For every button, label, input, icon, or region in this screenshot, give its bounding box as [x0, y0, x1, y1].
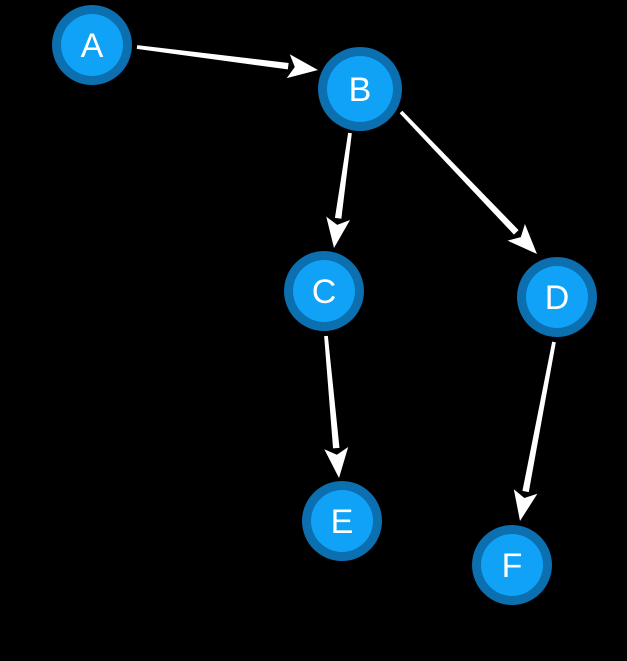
- graph-node-a[interactable]: A: [52, 5, 132, 85]
- edge-b-d: [399, 110, 537, 254]
- node-label: D: [545, 279, 570, 317]
- node-fill: [481, 534, 543, 596]
- edge-shaft: [324, 335, 340, 449]
- node-label: C: [312, 273, 337, 311]
- arrowhead-icon: [286, 54, 318, 79]
- edge-shaft: [334, 132, 352, 219]
- edge-shaft: [136, 45, 289, 70]
- node-label: E: [331, 503, 354, 541]
- arrowhead-icon: [326, 216, 351, 248]
- arrowhead-icon: [513, 489, 538, 521]
- edges-layer: [136, 45, 556, 521]
- edge-c-e: [324, 335, 349, 478]
- node-fill: [526, 266, 588, 328]
- node-fill: [61, 14, 123, 76]
- nodes-layer: A B C D E F: [52, 5, 597, 605]
- arrowhead-icon: [507, 224, 537, 254]
- edge-a-b: [136, 45, 318, 79]
- graph-node-f[interactable]: F: [472, 525, 552, 605]
- node-label: A: [81, 27, 104, 65]
- arrowhead-icon: [324, 447, 349, 478]
- node-fill: [293, 260, 355, 322]
- edge-shaft: [522, 341, 556, 493]
- graph-node-b[interactable]: B: [318, 47, 402, 131]
- node-fill: [327, 56, 393, 122]
- edge-shaft: [399, 110, 519, 235]
- graph-node-e[interactable]: E: [302, 481, 382, 561]
- edge-d-f: [513, 341, 556, 521]
- graph-node-d[interactable]: D: [517, 257, 597, 337]
- graph-node-c[interactable]: C: [284, 251, 364, 331]
- edge-b-c: [326, 132, 352, 248]
- node-label: B: [349, 71, 372, 109]
- node-fill: [311, 490, 373, 552]
- node-label: F: [502, 547, 523, 585]
